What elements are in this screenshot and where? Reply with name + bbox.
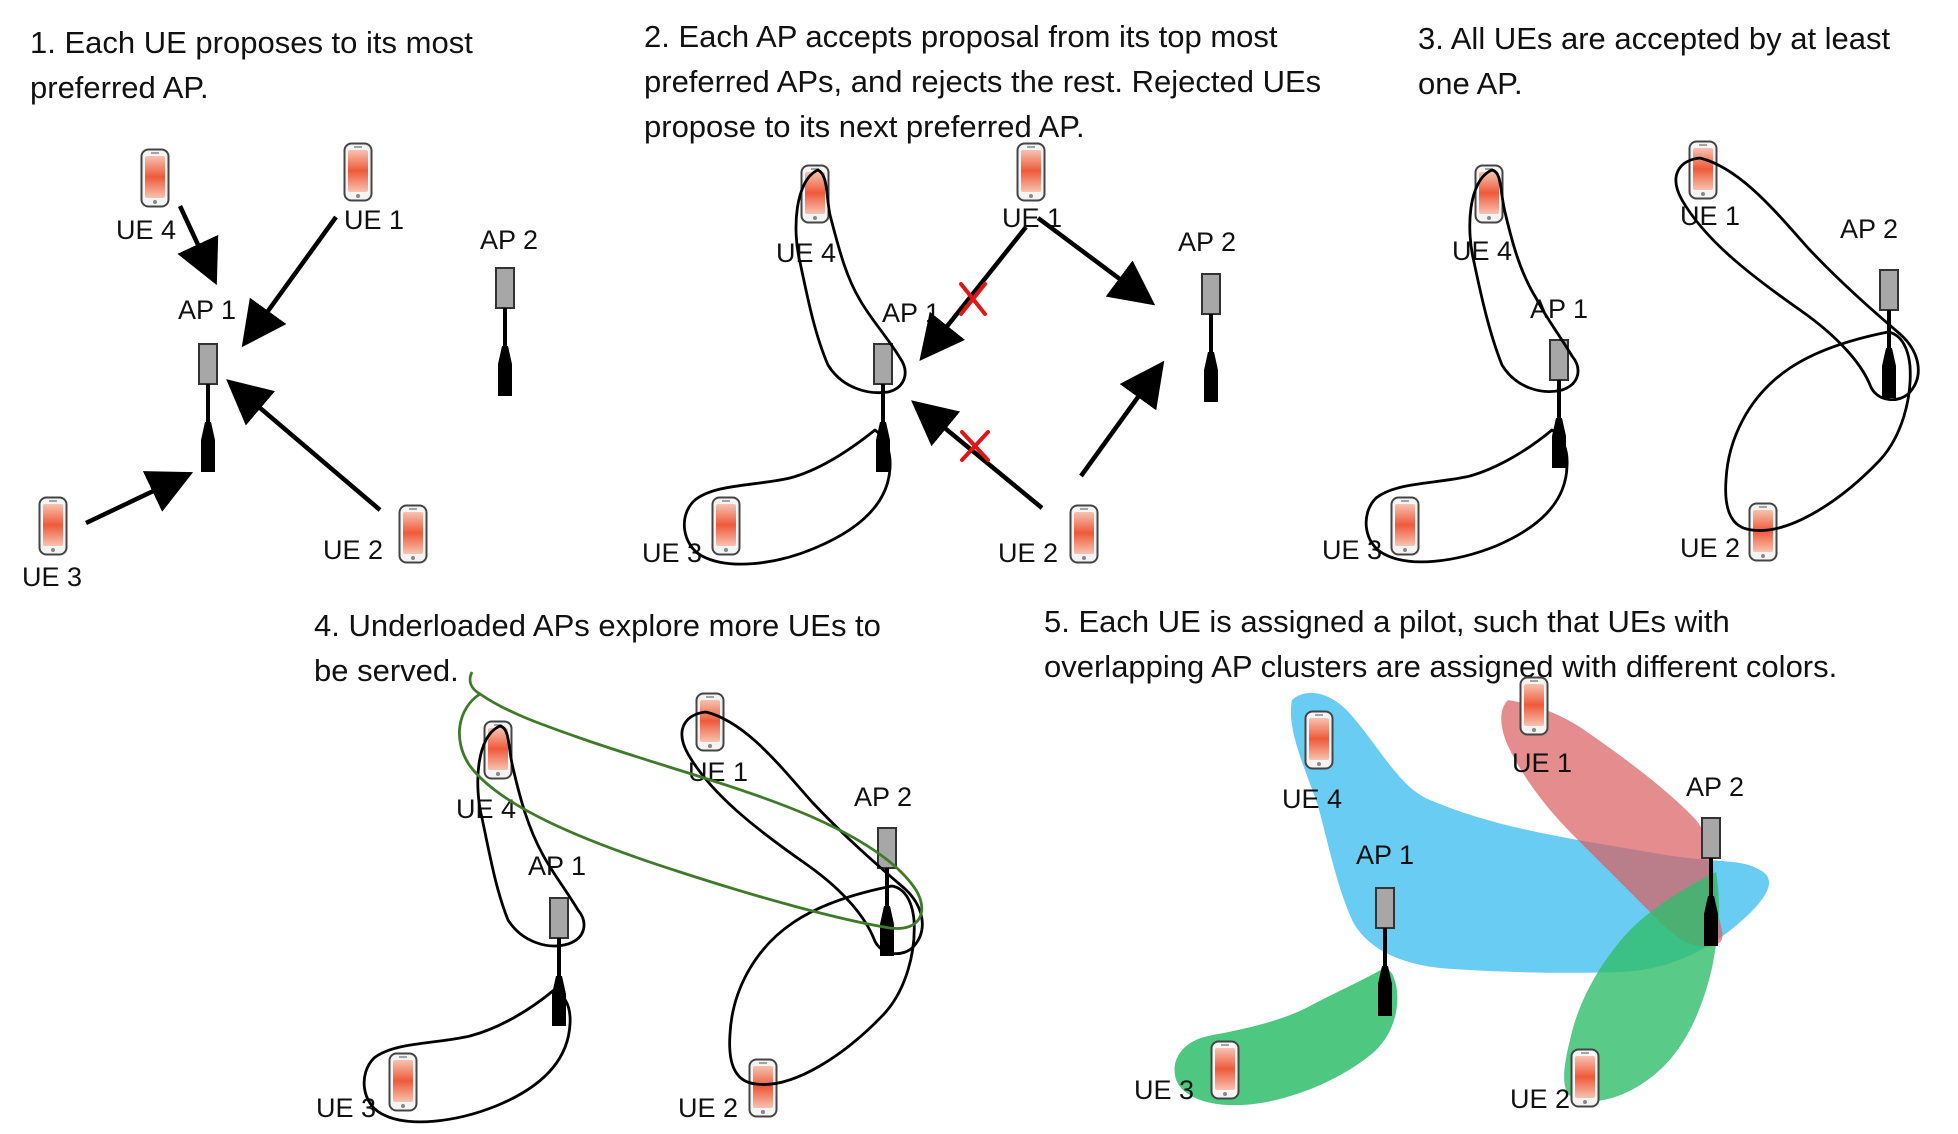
cluster-ue3-ap1 [682,428,892,566]
pilot-region-green-ue2 [1564,872,1719,1102]
cluster-ue3-ap1 [362,988,572,1124]
ap1-label: AP 1 [1356,840,1414,870]
ap2-label: AP 2 [480,225,538,255]
ue3-label: UE 3 [1322,535,1382,565]
phone-icon [748,1058,778,1118]
phone-icon [38,496,68,556]
explore-loop-ap2 [458,671,924,930]
ap2-label: AP 2 [1178,227,1236,257]
pilot-region-red [1501,700,1723,947]
arrow-ue4-ap1 [177,205,219,286]
cluster-ue2-ap2 [728,884,916,1086]
access-point-icon [495,267,515,396]
phone-icon [1016,142,1046,202]
access-point-icon [549,897,569,1026]
cluster-ue4-ap1 [1468,168,1580,393]
access-point-icon [877,827,897,956]
panel-2: UE 4 UE 1 AP 2 AP 1 UE 3 UE 2 [642,142,1236,568]
ue3-label: UE 3 [642,538,702,568]
ue4-label: UE 4 [1452,236,1512,266]
step-4-caption: 4. Underloaded APs explore more UEs to b… [314,608,881,688]
phone-icon [388,1052,418,1112]
arrow-ue2-ap1-rejected [911,400,1044,510]
phone-icon [140,148,170,208]
ue2-label: UE 2 [1680,533,1740,563]
phone-icon [1519,676,1549,736]
ue1-label: UE 1 [344,205,404,235]
ue3-label: UE 3 [1134,1075,1194,1105]
phone-icon [1069,504,1099,564]
ue2-label: UE 2 [1510,1084,1570,1114]
ap2-label: AP 2 [854,782,912,812]
arrow-ue2-ap2 [1079,360,1165,478]
reject-x-icon [959,282,987,316]
phone-icon [1304,710,1334,770]
step-3-caption: 3. All UEs are accepted by at least one … [1418,21,1891,101]
access-point-icon [198,343,218,472]
phone-icon [800,164,830,224]
ue2-label: UE 2 [323,535,383,565]
arrow-ue3-ap1 [85,471,194,526]
panel-5: UE 4 UE 1 AP 2 AP 1 UE 3 UE 2 [1134,676,1769,1114]
arrow-ue1-ap2 [1036,216,1156,306]
reject-x-icon [960,430,990,462]
panel-4: UE 4 UE 1 AP 2 AP 1 UE 3 UE 2 [316,671,924,1124]
ue1-label: UE 1 [1680,201,1740,231]
step-1-caption: 1. Each UE proposes to its most preferre… [30,25,473,105]
phone-icon [1688,140,1718,200]
panel-3: UE 4 UE 1 AP 2 AP 1 UE 3 UE 2 [1322,140,1920,565]
ue4-label: UE 4 [1282,784,1342,814]
phone-icon [1748,502,1778,562]
phone-icon [1390,496,1420,556]
step-2-caption: 2. Each AP accepts proposal from its top… [644,19,1322,144]
ue2-label: UE 2 [998,538,1058,568]
ap1-label: AP 1 [1530,294,1588,324]
arrow-ue1-ap1 [241,215,338,348]
ue2-label: UE 2 [678,1093,738,1123]
phone-icon [483,720,513,780]
ap1-label: AP 1 [882,298,940,328]
ap2-label: AP 2 [1686,772,1744,802]
phone-icon [398,504,428,564]
access-point-icon [1201,273,1221,402]
cluster-ue4-ap1 [476,724,586,948]
ue4-label: UE 4 [116,215,176,245]
panel-1: UE 4 UE 1 AP 2 AP 1 UE 2 UE 3 [22,142,538,592]
ap1-label: AP 1 [178,295,236,325]
cluster-ue4-ap1 [794,168,907,395]
cluster-ue1-ap2 [1674,156,1920,401]
arrow-ue1-ap1-rejected [919,225,1028,362]
ap2-label: AP 2 [1840,214,1898,244]
ue4-label: UE 4 [776,238,836,268]
phone-icon [711,496,741,556]
phone-icon [1570,1048,1600,1108]
phone-icon [343,142,373,202]
ue3-label: UE 3 [22,562,82,592]
phone-icon [1210,1040,1240,1100]
ue1-label: UE 1 [1512,748,1572,778]
cluster-ue3-ap1 [1364,428,1569,564]
phone-icon [695,692,725,752]
arrow-ue2-ap1 [226,379,382,512]
step-5-caption: 5. Each UE is assigned a pilot, such tha… [1044,604,1838,684]
cluster-ue2-ap2 [1724,330,1912,532]
pilot-region-green-ue3 [1174,968,1398,1106]
